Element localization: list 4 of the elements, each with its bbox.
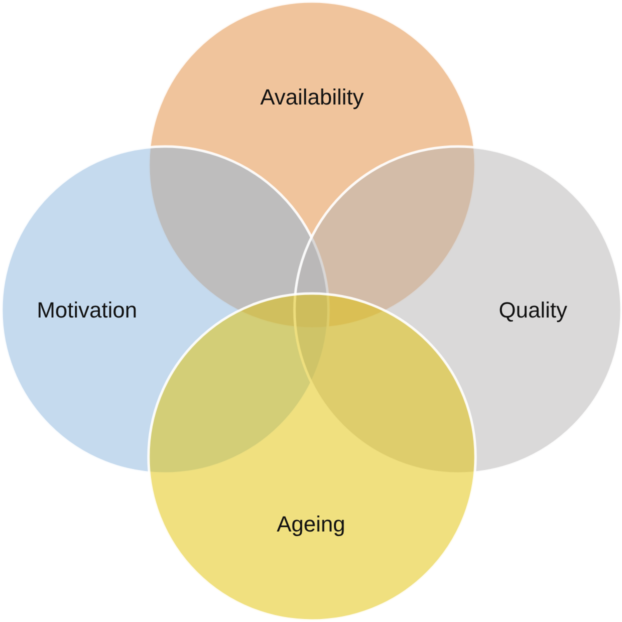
circle-label: Motivation	[36, 297, 138, 323]
circle-label: Quality	[498, 297, 568, 323]
circle-label: Availability	[260, 84, 364, 110]
circle-label: Ageing	[276, 511, 346, 537]
